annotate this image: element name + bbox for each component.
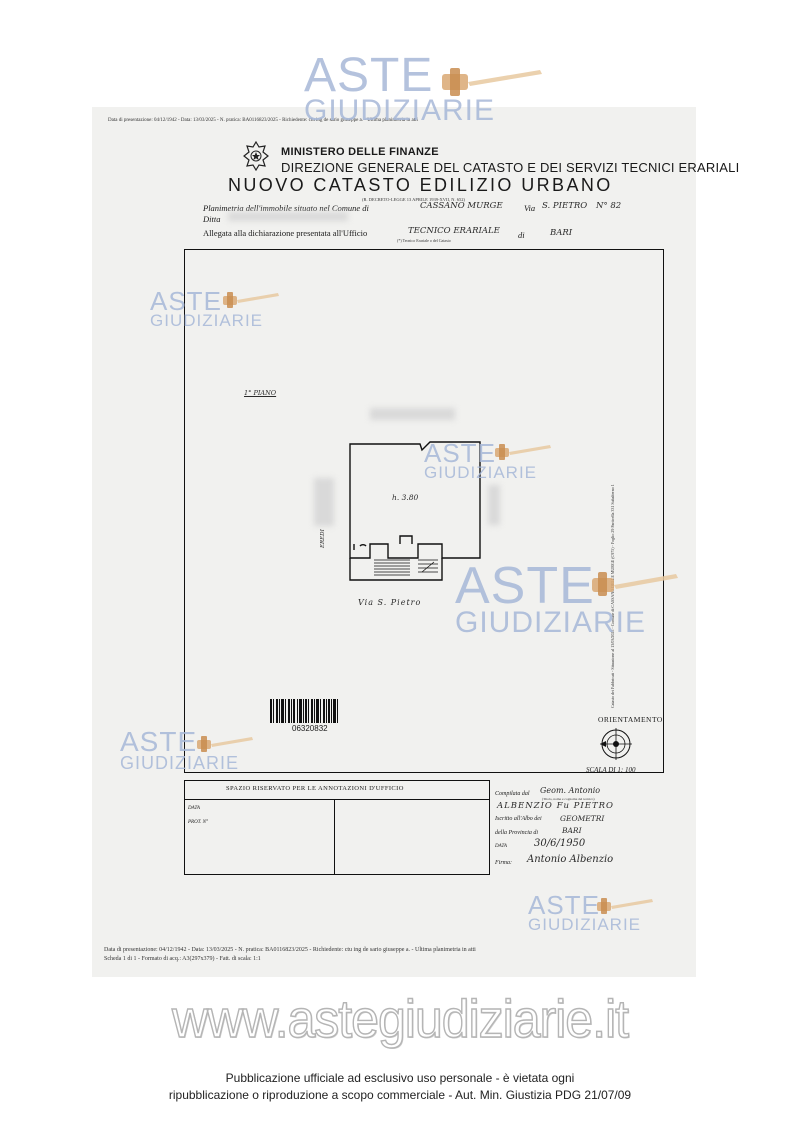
- floor-label: 1° PIANO: [244, 389, 277, 397]
- box-right-line: [489, 780, 490, 875]
- civic-number: N° 82: [596, 201, 622, 211]
- scale-label: SCALA DI 1: 100: [586, 766, 636, 774]
- ministry-title: MINISTERO DELLE FINANZE: [281, 146, 439, 158]
- ufficio-note: (*) Tecnico Erariale o del Catasto: [397, 238, 451, 243]
- bottom-meta-line1: Data di presentazione: 04/12/1942 - Data…: [104, 947, 476, 953]
- provincia-label: della Provincia di: [495, 830, 539, 836]
- street-label: Via S. Pietro: [358, 598, 422, 607]
- via-label: Via: [524, 203, 536, 213]
- box-left-line: [184, 780, 185, 875]
- floor-plan-drawing: [349, 441, 481, 581]
- direzione-title: DIREZIONE GENERALE DEL CATASTO E DEI SER…: [281, 160, 740, 175]
- redacted-owner: [228, 212, 348, 221]
- via-value: S. PIETRO: [542, 201, 588, 211]
- gavel-icon: [440, 60, 550, 105]
- firma-label: Firma:: [495, 860, 512, 866]
- comune-value: CASSANO MURGE: [420, 201, 503, 211]
- aste-watermark-right: ASTE GIUDIZIARIE: [455, 557, 647, 639]
- redacted-right: [488, 485, 500, 525]
- drawing-frame: [184, 249, 664, 773]
- ufficio-value: TECNICO ERARIALE: [408, 226, 500, 236]
- aste-watermark-bottom-left: ASTE GIUDIZIARIE: [120, 726, 240, 773]
- aste-watermark-left: ASTE GIUDIZIARIE: [150, 286, 264, 330]
- annotation-prot-label: PROT. N°: [188, 820, 208, 825]
- redacted-note: [370, 408, 455, 420]
- compilata-label: Compilata dal: [495, 791, 530, 797]
- citta-value: BARI: [550, 228, 573, 238]
- scanned-sheet: [92, 107, 696, 977]
- aste-watermark-bottom-right: ASTE GIUDIZIARIE: [528, 890, 642, 934]
- iscritto-value: GEOMETRI: [560, 814, 605, 823]
- neighbor-label: EREDI: [320, 529, 326, 548]
- ditta-label: Ditta: [203, 214, 221, 224]
- barcode: [270, 699, 338, 723]
- gavel-icon-bottom-left: [196, 732, 256, 759]
- compilation-date-value: 30/6/1950: [534, 838, 586, 849]
- gavel-icon-right: [590, 566, 680, 605]
- compilata-value: Geom. Antonio: [540, 786, 601, 795]
- di-label: di: [518, 230, 525, 240]
- allegata-label: Allegata alla dichiarazione presentata a…: [203, 228, 368, 238]
- iscritto-label: Iscritto all'Albo dei: [495, 816, 542, 822]
- top-meta-line: Data di presentazione: 04/12/1942 - Data…: [108, 118, 418, 123]
- box-header-line: [184, 799, 490, 800]
- republic-emblem-icon: [243, 140, 269, 172]
- compass-icon: [598, 726, 634, 762]
- box-top-line: [184, 780, 490, 781]
- redacted-left: [314, 478, 334, 526]
- decree-note: (R. DECRETO-LEGGE 13 APRILE 1939-XVII, N…: [362, 197, 466, 202]
- box-middle-line: [334, 799, 335, 875]
- barcode-number: 06320832: [292, 724, 328, 733]
- site-url-watermark: www.astegiudiziarie.it: [171, 989, 629, 1049]
- gavel-icon-bottom-right: [596, 894, 656, 921]
- room-height-label: h. 3.80: [392, 493, 419, 502]
- annotation-date-label: DATA: [188, 806, 200, 811]
- notice-line-1: Pubblicazione ufficiale ad esclusivo uso…: [225, 1071, 575, 1085]
- annotations-title: SPAZIO RISERVATO PER LE ANNOTAZIONI D'UF…: [226, 785, 404, 792]
- technician-name: ALBENZIO Fu PIETRO: [497, 801, 614, 811]
- orientamento-label: ORIENTAMENTO: [598, 715, 663, 724]
- bottom-meta-line2: Scheda 1 di 1 - Formato di acq.: A3(297x…: [104, 956, 261, 962]
- compilation-date-label: DATA: [495, 844, 507, 849]
- planimetria-label: Planimetria dell'immobile situato nel Co…: [203, 203, 369, 213]
- aste-watermark-top: ASTE GIUDIZIARIE: [304, 49, 496, 127]
- gavel-icon-small: [222, 288, 282, 315]
- gavel-icon-center: [494, 440, 554, 467]
- signature: Antonio Albenzio: [527, 854, 614, 865]
- aste-watermark-center: ASTE GIUDIZIARIE: [424, 438, 538, 482]
- notice-line-2: ripubblicazione o riproduzione a scopo c…: [168, 1088, 632, 1102]
- compilata-note: (Titolo, nome e cognome del tecnico): [542, 797, 595, 801]
- box-bottom-line: [184, 874, 490, 875]
- provincia-value: BARI: [562, 826, 582, 835]
- document-title: NUOVO CATASTO EDILIZIO URBANO: [228, 175, 613, 195]
